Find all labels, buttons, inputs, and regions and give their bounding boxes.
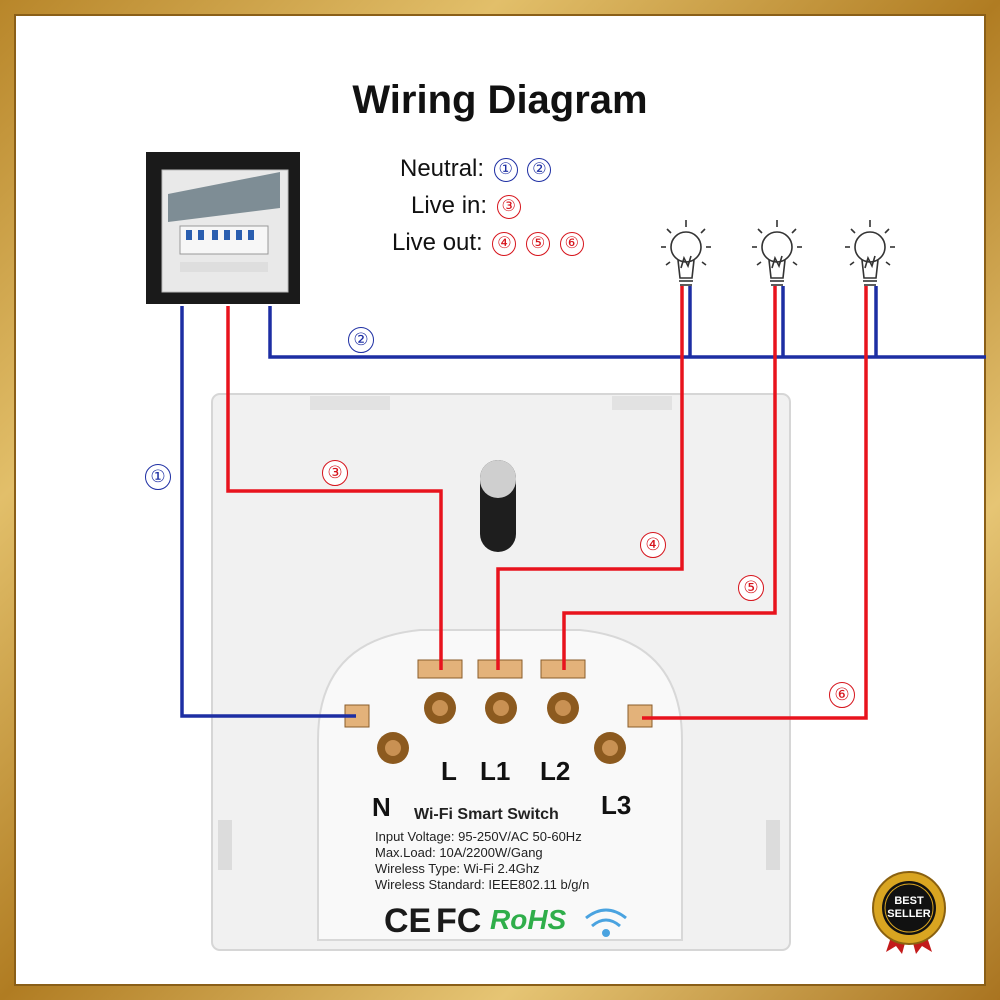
terminal-label-l: L (441, 756, 457, 786)
wire-label-6: ⑥ (829, 682, 855, 708)
light-bulb-3 (845, 220, 895, 286)
switch-name: Wi-Fi Smart Switch (414, 806, 559, 823)
terminal-label-n: N (372, 792, 391, 822)
spec-wireless-standard: Wireless Standard: IEEE802.11 b/g/n (375, 877, 590, 892)
wire-label-2: ② (348, 327, 374, 353)
wire-1-neutral (180, 306, 356, 718)
wire-label-5: ⑤ (738, 575, 764, 601)
light-bulb-1 (661, 220, 711, 286)
legend-live-in: Live in: ③ (411, 192, 521, 220)
fc-mark: FC (436, 902, 482, 940)
legend-live-out-num-1: ④ (492, 232, 517, 256)
terminal-screws (377, 692, 626, 764)
legend-live-in-label: Live in: (411, 192, 488, 219)
legend-neutral-num-1: ① (493, 158, 518, 182)
terminal-label-l1: L1 (480, 756, 511, 786)
badge-line-1: BEST (894, 895, 924, 907)
spec-input-voltage: Input Voltage: 95-250V/AC 50-60Hz (375, 829, 582, 844)
badge-line-2: SELLER (887, 908, 931, 920)
wire-label-4: ④ (640, 532, 666, 558)
legend-live-in-num-1: ③ (496, 195, 521, 219)
terminal-label-l2: L2 (540, 756, 571, 786)
spec-max-load: Max.Load: 10A/2200W/Gang (375, 845, 543, 860)
wire-6-live-out (642, 286, 868, 720)
legend-live-out: Live out: ④ ⑤ ⑥ (392, 229, 584, 257)
wire-5-live-out (562, 286, 777, 670)
distribution-box (146, 152, 300, 304)
wire-2-neutral (268, 306, 986, 359)
terminal-label-l3: L3 (601, 790, 632, 820)
badge-seal-icon (872, 871, 946, 954)
wire-3-live-in (226, 306, 443, 670)
diagram-title: Wiring Diagram (352, 78, 648, 122)
legend-live-out-num-2: ⑤ (526, 232, 551, 256)
switch-module (317, 629, 683, 941)
ce-mark: CE (384, 902, 432, 940)
legend-neutral-num-2: ② (527, 158, 552, 182)
light-bulb-2 (752, 220, 802, 286)
legend-neutral-label: Neutral: (400, 155, 485, 182)
legend-live-out-num-3: ⑥ (559, 232, 584, 256)
best-seller-badge: BEST SELLER (866, 868, 952, 954)
legend-neutral: Neutral: ① ② (400, 155, 552, 183)
rohs-mark: RoHS (490, 904, 567, 935)
spec-wireless-type: Wireless Type: Wi-Fi 2.4Ghz (375, 861, 540, 876)
wire-label-1: ① (145, 464, 171, 490)
wire-4-live-out (496, 286, 684, 670)
wifi-icon (585, 908, 627, 937)
wire-label-3: ③ (322, 460, 348, 486)
legend-live-out-label: Live out: (392, 229, 483, 256)
